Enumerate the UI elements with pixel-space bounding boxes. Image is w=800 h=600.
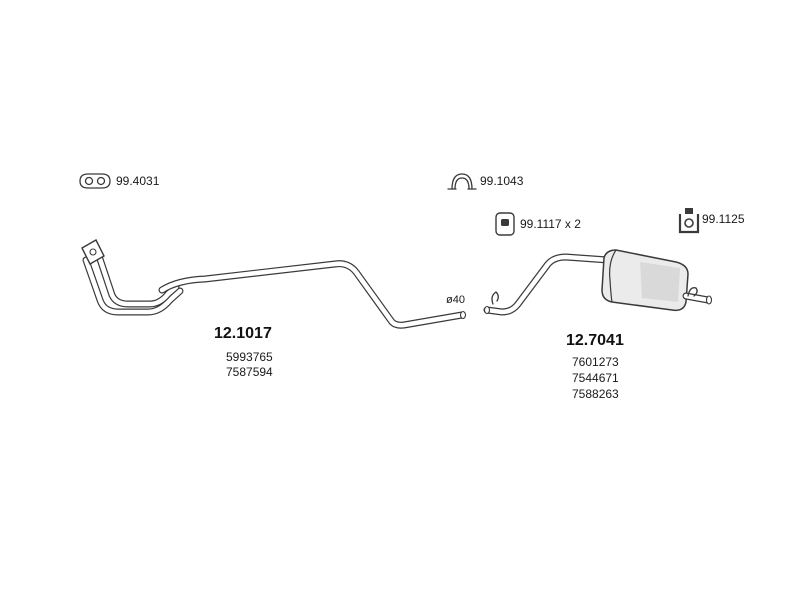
manifold-flange — [81, 239, 105, 265]
rear-silencer-drawing — [483, 249, 713, 316]
part-number: 12.7041 — [566, 332, 624, 349]
accessory-gasket: 99.4031 — [79, 173, 160, 189]
oem-reference: 7601273 — [572, 355, 619, 369]
accessory-clamp: 99.1043 — [447, 173, 524, 190]
clamp-icon — [447, 173, 477, 190]
hanger-mount-icon — [678, 208, 700, 234]
accessory-hanger-mount: 99.1125 — [678, 208, 745, 234]
accessory-code: 99.4031 — [116, 174, 160, 188]
accessory-code: 99.1043 — [480, 174, 524, 188]
oem-reference: 7588263 — [572, 387, 619, 401]
pipe-diameter-label: ø40 — [446, 294, 465, 306]
accessory-code: 99.1117 x 2 — [520, 217, 581, 231]
silencer-body — [601, 249, 689, 312]
oem-reference: 7587594 — [226, 365, 273, 379]
rubber-mount-icon — [495, 212, 515, 236]
oem-reference: 5993765 — [226, 350, 273, 364]
part-rear-silencer: 12.7041 7601273 7544671 7588263 — [566, 332, 624, 401]
part-front-pipe: 12.1017 5993765 7587594 — [214, 325, 273, 379]
oem-reference: 7544671 — [572, 371, 619, 385]
accessory-code: 99.1125 — [702, 212, 745, 226]
gasket-icon — [79, 173, 111, 189]
accessory-rubber-mount: 99.1117 x 2 — [495, 212, 581, 236]
front-pipe-drawing — [81, 239, 467, 329]
part-number: 12.1017 — [214, 325, 272, 342]
